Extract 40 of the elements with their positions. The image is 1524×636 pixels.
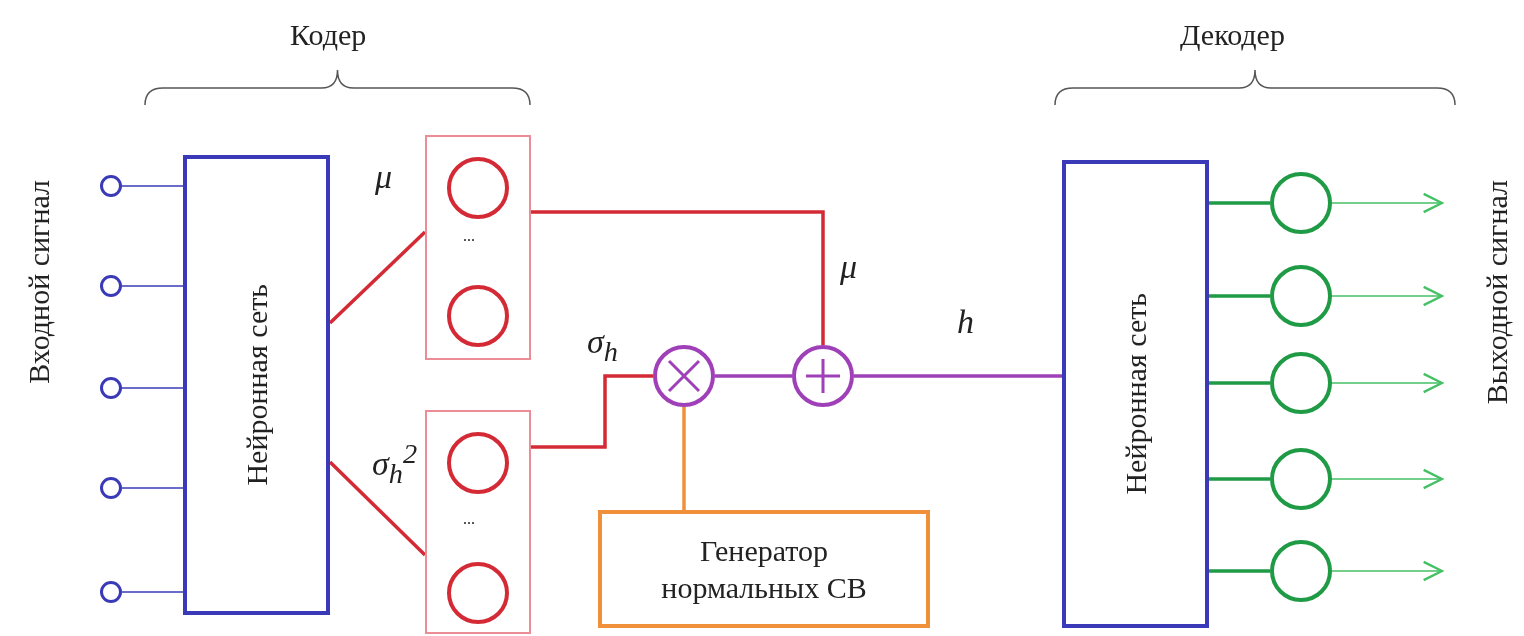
process-box <box>1062 160 1209 628</box>
section-title: Декодер <box>1180 18 1285 52</box>
connector-line <box>1209 201 1270 205</box>
arrow <box>1331 372 1444 394</box>
layer-box <box>425 410 531 634</box>
box-label: Нейронная сеть <box>239 284 274 486</box>
axis-text: Входной сигнал <box>22 180 56 384</box>
ellipsis-text: ... <box>463 510 475 528</box>
variable-label: μ <box>375 160 393 194</box>
connector-line <box>531 374 653 449</box>
process-box <box>598 510 930 628</box>
connector-line <box>121 285 184 287</box>
arrow <box>1331 560 1444 582</box>
neuron-circle <box>100 175 122 197</box>
arrow <box>1331 468 1444 490</box>
neuron-circle <box>100 581 122 603</box>
section-title: Кодер <box>290 18 367 52</box>
connector-line <box>1209 569 1270 573</box>
ellipsis-text: ... <box>463 227 475 245</box>
neuron-circle <box>100 275 122 297</box>
box-label: Генератор нормальных СВ <box>660 532 868 606</box>
connector-line <box>531 210 825 345</box>
arrow <box>1331 192 1444 214</box>
connector-line <box>121 487 184 489</box>
arrow <box>1331 285 1444 307</box>
connector-line <box>121 591 184 593</box>
connector-line <box>715 374 792 378</box>
layer-box <box>425 135 531 360</box>
connector-line <box>1209 381 1270 385</box>
axis-text: Выходной сигнал <box>1480 180 1514 405</box>
connector-line <box>121 387 184 389</box>
neuron-circle <box>100 377 122 399</box>
process-box <box>183 155 330 615</box>
connector-line <box>854 374 1062 378</box>
connector-line <box>1209 294 1270 298</box>
connector-line <box>121 185 184 187</box>
box-label: Нейронная сеть <box>1118 293 1153 495</box>
connector-line <box>682 407 686 510</box>
connector-line <box>1209 477 1270 481</box>
neuron-circle <box>100 477 122 499</box>
